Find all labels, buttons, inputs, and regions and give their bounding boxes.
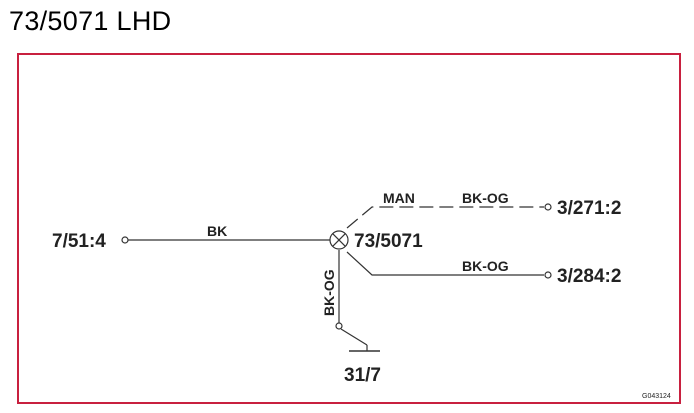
- ground-label: 31/7: [344, 365, 381, 386]
- connector-right-bottom-label: 3/284:2: [557, 266, 621, 287]
- wire-bottom-label: BK-OG: [462, 258, 509, 274]
- component-label: 73/5071: [354, 231, 423, 252]
- page-title: 73/5071 LHD: [9, 6, 172, 36]
- connector-left-label: 7/51:4: [52, 231, 106, 252]
- ground-link: [340, 328, 368, 346]
- lamp-symbol: [329, 230, 349, 250]
- wire-ground-label: BK-OG: [321, 269, 337, 316]
- connector-right-top-terminal: [544, 203, 552, 211]
- ground-terminal: [335, 322, 343, 330]
- wire-bottom: [346, 251, 544, 276]
- wire-left-label: BK: [207, 223, 227, 239]
- figure-reference: G043124: [642, 393, 671, 400]
- connector-right-bottom-terminal: [544, 271, 552, 279]
- diagram-frame: [17, 53, 681, 404]
- connector-right-top-label: 3/271:2: [557, 198, 621, 219]
- wire-top-dashed: [346, 206, 544, 229]
- wire-top-variant-label: MAN: [383, 190, 415, 206]
- wire-top-label: BK-OG: [462, 190, 509, 206]
- connector-left-terminal: [121, 236, 129, 244]
